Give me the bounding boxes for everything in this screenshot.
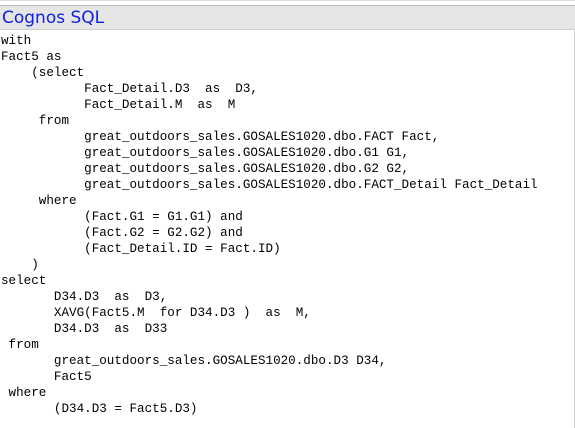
code-line: XAVG(Fact5.M for D34.D3 ) as M, xyxy=(1,306,311,320)
code-line: great_outdoors_sales.GOSALES1020.dbo.G2 … xyxy=(1,162,410,176)
code-line: from xyxy=(1,338,39,352)
code-line: Fact5 as xyxy=(1,50,62,64)
code-line: Fact_Detail.D3 as D3, xyxy=(1,82,258,96)
window-top-border xyxy=(0,0,575,1)
code-line: where xyxy=(1,386,47,400)
code-line: great_outdoors_sales.GOSALES1020.dbo.D3 … xyxy=(1,354,387,368)
code-line: great_outdoors_sales.GOSALES1020.dbo.FAC… xyxy=(1,178,538,192)
panel-title: Cognos SQL xyxy=(2,8,105,28)
sql-code-view[interactable]: with Fact5 as (select Fact_Detail.D3 as … xyxy=(0,33,574,428)
code-line: (select xyxy=(1,66,85,80)
code-line: from xyxy=(1,114,70,128)
panel-header: Cognos SQL xyxy=(0,5,575,30)
code-line: select xyxy=(1,274,47,288)
code-line: (D34.D3 = Fact5.D3) xyxy=(1,402,198,416)
code-line: (Fact_Detail.ID = Fact.ID) xyxy=(1,242,281,256)
code-line: D34.D3 as D33 xyxy=(1,322,168,336)
code-line: Fact_Detail.M as M xyxy=(1,98,236,112)
code-line: great_outdoors_sales.GOSALES1020.dbo.G1 … xyxy=(1,146,410,160)
code-line: (Fact.G1 = G1.G1) and xyxy=(1,210,243,224)
code-line: ) xyxy=(1,258,39,272)
code-line: (Fact.G2 = G2.G2) and xyxy=(1,226,243,240)
code-line: with xyxy=(1,34,32,48)
code-line: great_outdoors_sales.GOSALES1020.dbo.FAC… xyxy=(1,130,440,144)
code-line: Fact5 xyxy=(1,370,92,384)
code-line: D34.D3 as D3, xyxy=(1,290,168,304)
code-line: where xyxy=(1,194,77,208)
